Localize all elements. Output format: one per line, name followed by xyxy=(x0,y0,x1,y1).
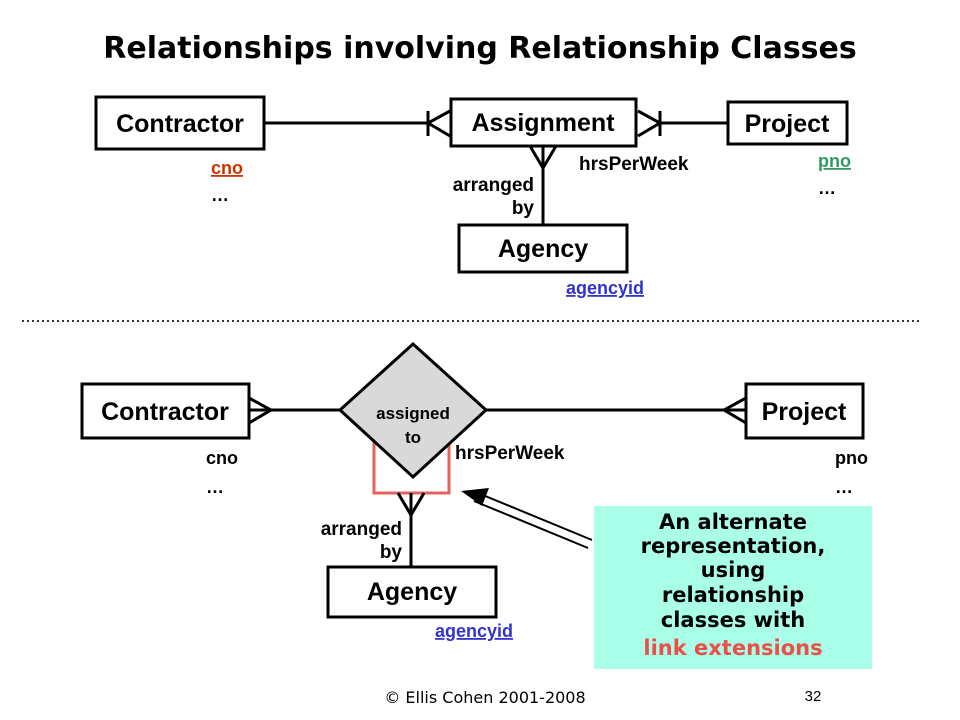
arrow-shaft-lower xyxy=(473,500,589,549)
bottom-agency-attr-agencyid: agencyid xyxy=(435,621,513,641)
bottom-crowfoot-down xyxy=(396,492,426,518)
bottom-relationship-diamond xyxy=(337,341,489,480)
bottom-project-box xyxy=(744,382,865,440)
top-project-box xyxy=(726,100,849,146)
bottom-link-attr-hrsperweek: hrsPerWeek xyxy=(455,443,565,464)
footer-page-number: 32 xyxy=(805,688,822,705)
note-text: An alternate representation, using relat… xyxy=(641,510,826,660)
bottom-diagram: assigned to Contractor Project Agency cn… xyxy=(80,341,868,641)
top-project-label: Project xyxy=(745,110,830,138)
bottom-agency-box xyxy=(326,565,498,619)
note-box xyxy=(594,506,872,669)
bottom-contractor-box xyxy=(80,382,251,440)
bottom-contractor-label: Contractor xyxy=(101,398,229,426)
top-contractor-attr-cno: cno xyxy=(211,158,243,178)
top-agency-attr-agencyid: agencyid xyxy=(566,278,644,298)
bottom-crowfoot-right xyxy=(720,396,747,425)
page-title: Relationships involving Relationship Cla… xyxy=(103,31,857,66)
bottom-relationship-label-line1: assigned xyxy=(376,404,450,423)
note-line-2: representation, xyxy=(641,534,826,558)
note-line-5: classes with xyxy=(661,608,805,632)
top-relationship-label-line2: by xyxy=(512,198,535,219)
top-relationship-label-line1: arranged xyxy=(453,175,534,196)
bottom-relationship-label-line2: to xyxy=(405,428,421,447)
top-contractor-attr-more: … xyxy=(211,185,229,205)
note-highlight: link extensions xyxy=(643,636,822,660)
top-link-attr-hrsperweek: hrsPerWeek xyxy=(579,154,689,175)
note-arrow xyxy=(461,488,593,549)
top-assignment-box xyxy=(449,97,638,148)
bottom-crowfoot-left xyxy=(248,396,275,425)
bottom-contractor-attr-cno: cno xyxy=(206,448,238,468)
bottom-relationship-label-by: by xyxy=(380,542,403,563)
bottom-relationship-label-arranged: arranged xyxy=(321,519,402,540)
arrow-head-icon xyxy=(461,488,489,506)
top-assignment-label: Assignment xyxy=(471,109,615,137)
top-agency-label: Agency xyxy=(498,235,588,263)
top-agency-box xyxy=(457,223,629,274)
top-project-attr-pno: pno xyxy=(818,151,851,171)
bottom-project-attr-more: … xyxy=(835,477,853,497)
footer-copyright: © Ellis Cohen 2001-2008 xyxy=(384,688,585,707)
top-crowfoot-down xyxy=(528,145,558,171)
top-contractor-label: Contractor xyxy=(116,110,244,138)
note-line-1: An alternate xyxy=(659,510,807,534)
note-line-3: using xyxy=(701,558,766,582)
arrow-shaft-upper xyxy=(477,492,593,541)
bottom-project-label: Project xyxy=(762,398,847,426)
bottom-contractor-attr-more: … xyxy=(206,477,224,497)
top-project-attr-more: … xyxy=(818,178,836,198)
top-crowfoot-left xyxy=(424,109,451,138)
bottom-project-attr-pno: pno xyxy=(835,448,868,468)
note-line-4: relationship xyxy=(662,583,804,607)
top-crowfoot-right xyxy=(637,109,664,138)
top-contractor-box xyxy=(94,95,266,151)
bottom-agency-label: Agency xyxy=(367,578,457,606)
top-diagram: Contractor Assignment Project Agency cno… xyxy=(94,95,851,298)
